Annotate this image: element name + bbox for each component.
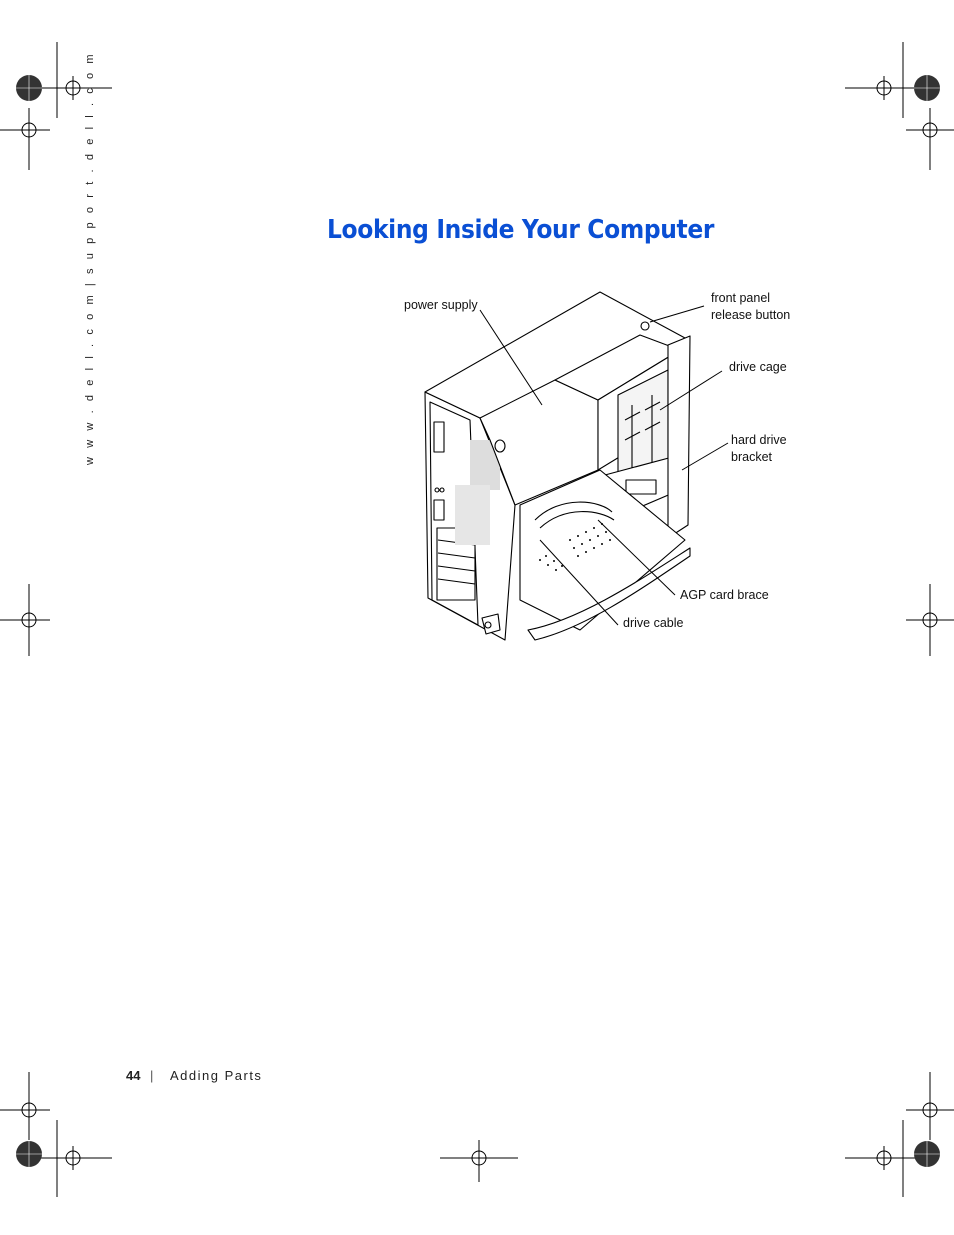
computer-interior-illustration (424, 291, 729, 641)
callout-agp-card-brace: AGP card brace (680, 588, 769, 602)
callout-line: front panel (711, 291, 771, 305)
page-title: Looking Inside Your Computer (327, 215, 715, 245)
side-url: w w w . d e l l . c o m | s u p p o r t … (84, 51, 96, 465)
callout-hard-drive-bracket: hard drive bracket (731, 432, 787, 466)
callout-drive-cage: drive cage (729, 360, 787, 374)
page-number: 44 (126, 1068, 141, 1083)
callout-line: bracket (731, 450, 772, 464)
callout-power-supply: power supply (404, 298, 478, 312)
footer-separator: | (150, 1068, 154, 1083)
footer-section-title: Adding Parts (170, 1068, 263, 1083)
callout-front-panel-release-button: front panel release button (711, 290, 790, 324)
callout-line: release button (711, 308, 791, 322)
callout-line: hard drive (731, 433, 787, 447)
callout-drive-cable: drive cable (623, 616, 684, 630)
